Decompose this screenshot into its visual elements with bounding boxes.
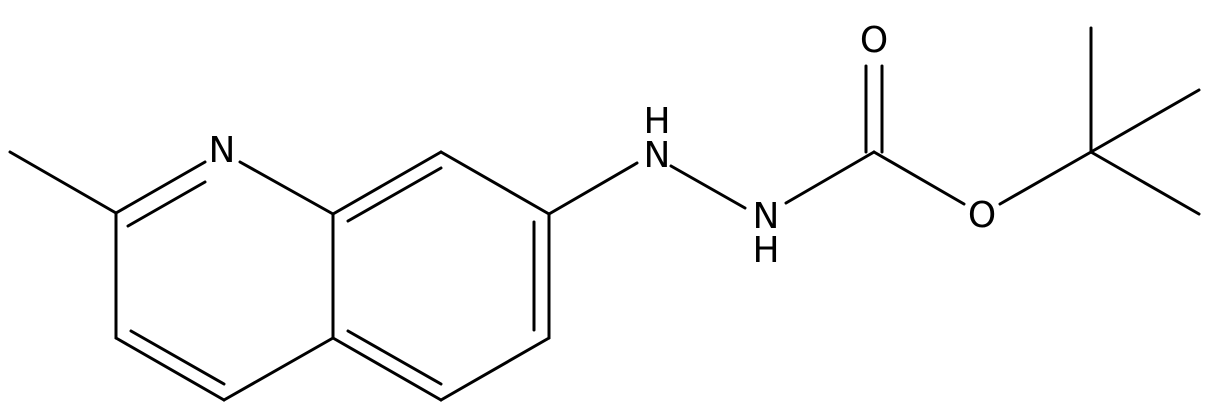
bond-c2-n1 xyxy=(114,160,207,215)
hydrazine-upper-n-label: N xyxy=(644,135,671,176)
bond-c3-c4-inner xyxy=(129,329,226,386)
bond-c4-c4a xyxy=(222,336,335,402)
hydrazine-lower-n-label: N xyxy=(753,196,780,237)
bond-tbutyl-methyl-right-down xyxy=(1089,150,1201,216)
ester-oxygen-label: O xyxy=(968,195,996,236)
bond-c5-c4a xyxy=(331,336,443,402)
bond-c8a-c8-inner xyxy=(346,166,443,223)
bond-c8-c7 xyxy=(439,150,551,216)
bond-c2-n1-inner xyxy=(126,180,207,228)
bond-methyl xyxy=(8,150,118,215)
bond-nh-carbonyl-carbon xyxy=(784,150,876,205)
hydrazine-upper-h-label: H xyxy=(643,101,670,142)
bond-nh-nh xyxy=(669,164,747,210)
bond-tbutyl-methyl-right-up xyxy=(1089,88,1201,154)
bond-carbon-ester-oxygen xyxy=(872,150,966,206)
bond-c7-nh xyxy=(547,161,639,216)
bond-c5-c4a-inner xyxy=(346,329,443,386)
bond-c8a-c8 xyxy=(331,150,443,216)
ring-nitrogen-label: N xyxy=(209,130,236,171)
carbonyl-oxygen-label: O xyxy=(860,20,888,61)
bond-n1-c8a xyxy=(238,160,335,216)
hydrazine-lower-h-label: H xyxy=(752,230,779,271)
bond-ester-oxygen-tbutyl xyxy=(998,150,1093,206)
bond-c3-c4 xyxy=(114,336,226,402)
bond-c6-c5 xyxy=(439,336,551,402)
